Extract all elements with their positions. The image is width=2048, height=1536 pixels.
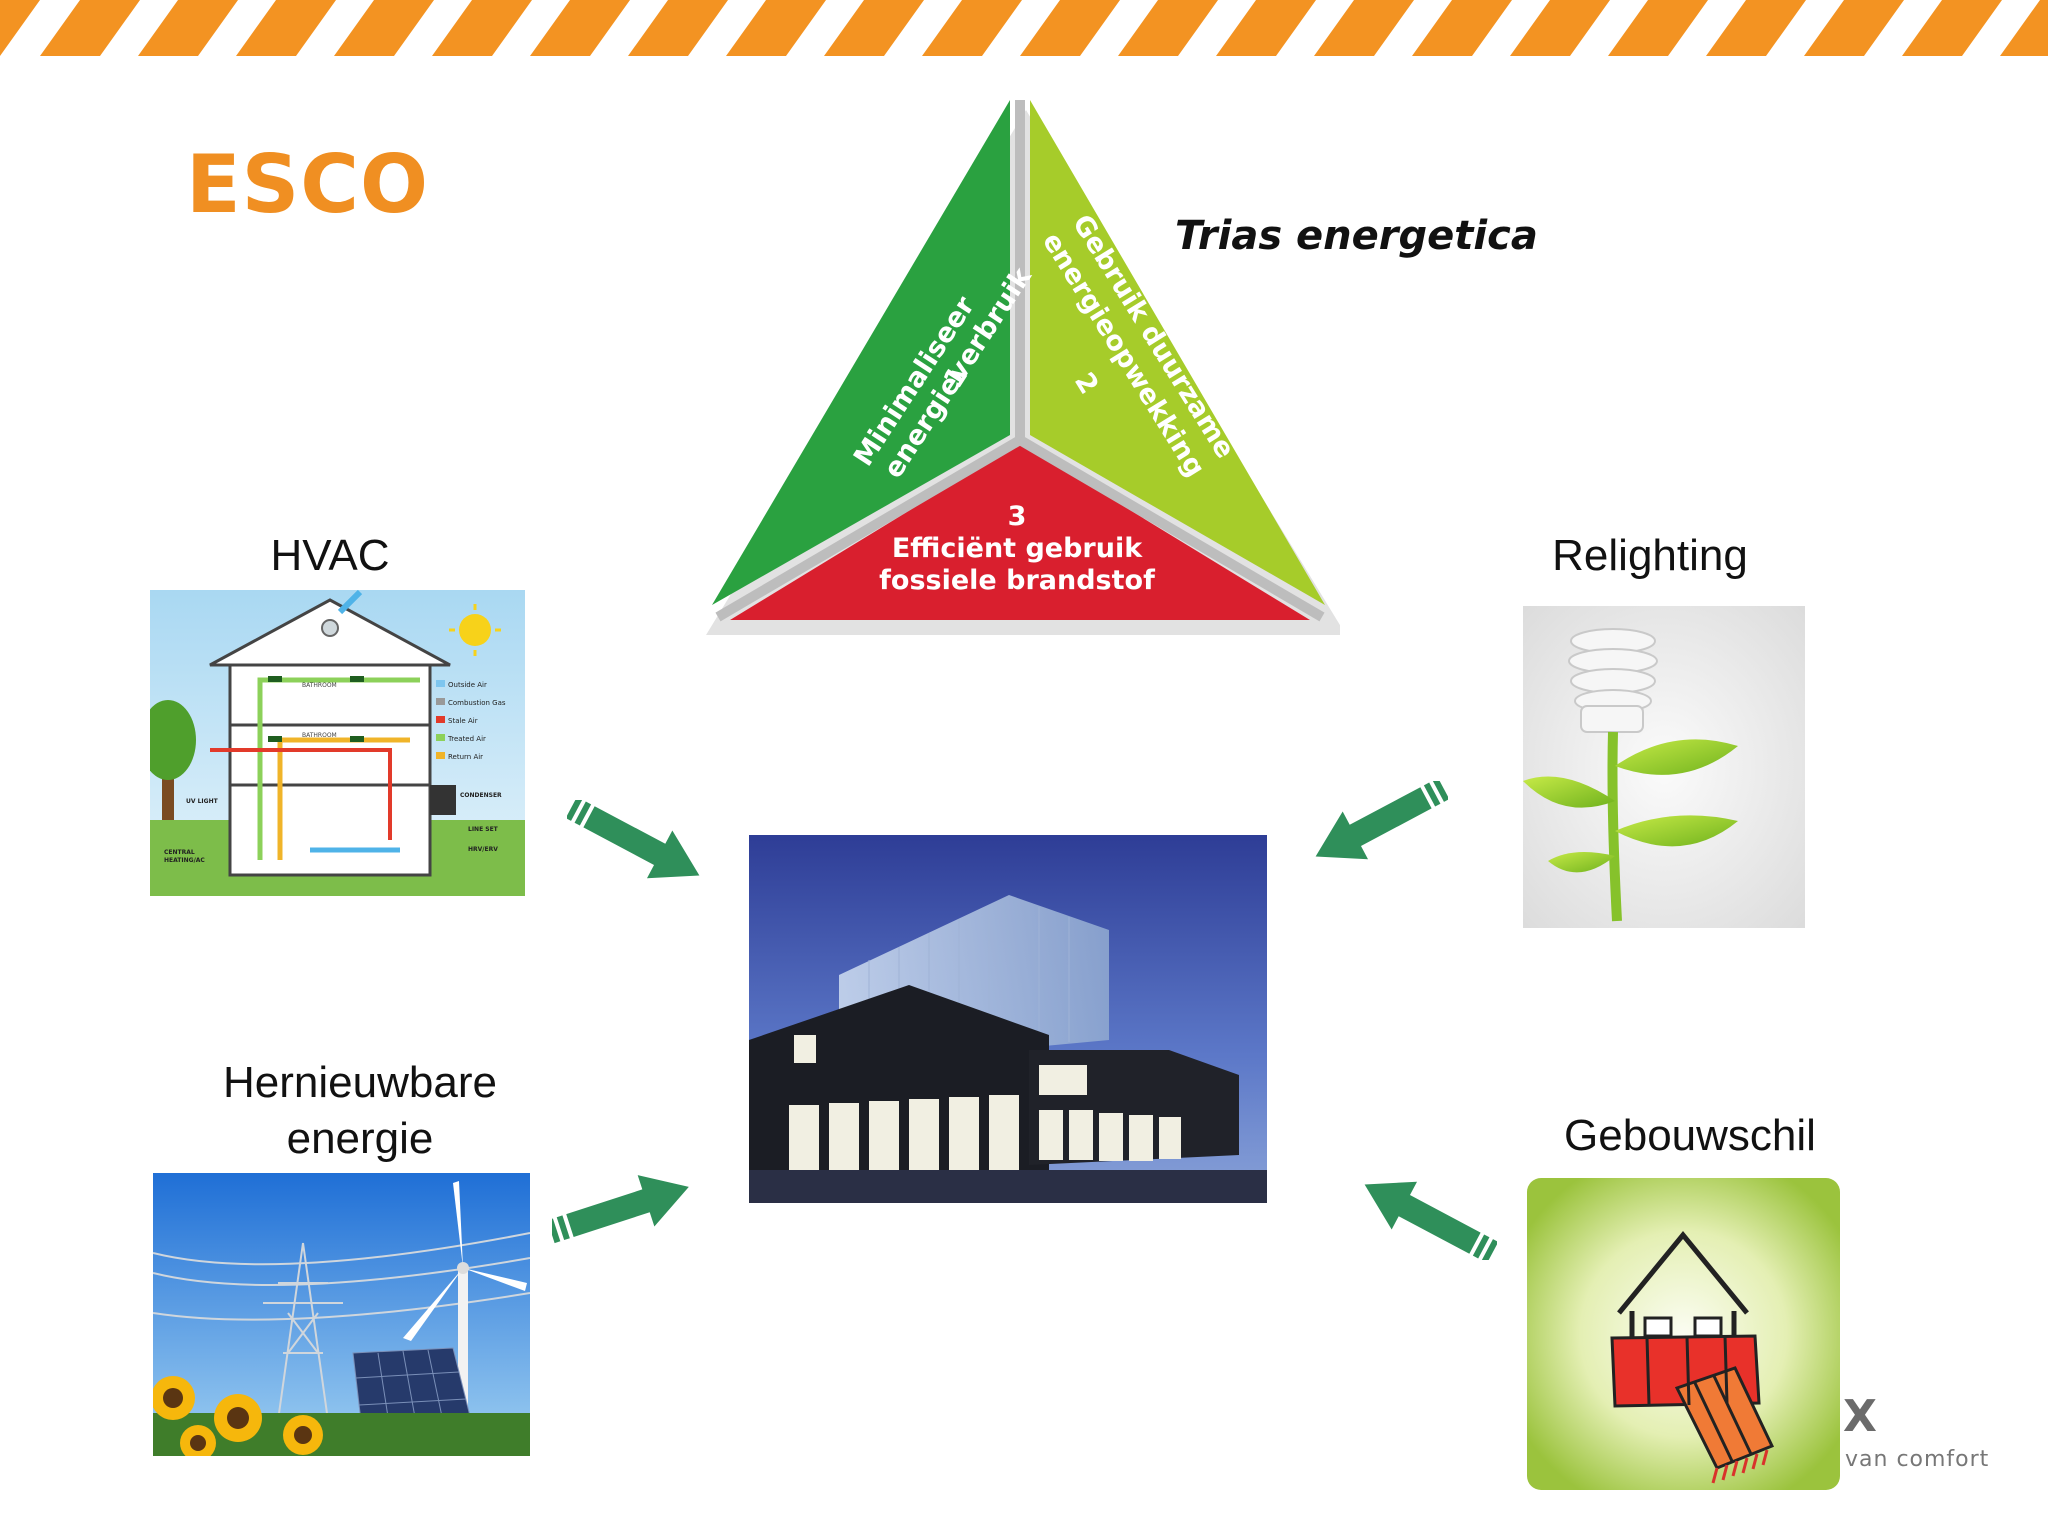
trias-caption: Trias energetica <box>1175 213 1538 259</box>
leaf-icon <box>1615 739 1738 775</box>
slide-title: ESCO <box>186 138 429 231</box>
leaf-icon <box>1523 776 1615 808</box>
arrow-renewable-to-building <box>552 1175 689 1244</box>
label-relighting: Relighting <box>1552 531 1748 580</box>
triangle-left-segment <box>712 100 1010 605</box>
scarf-icon <box>1610 1334 1775 1470</box>
triangle-bottom-line2: fossiele brandstof <box>879 565 1155 596</box>
svg-text:BATHROOM: BATHROOM <box>302 732 337 739</box>
svg-text:LINE SET: LINE SET <box>468 826 499 833</box>
building-shell-image <box>1527 1178 1840 1490</box>
svg-text:Return Air: Return Air <box>448 753 483 761</box>
svg-text:Stale Air: Stale Air <box>448 717 478 725</box>
svg-text:Treated Air: Treated Air <box>447 735 486 743</box>
triangle-bottom-segment <box>730 443 1310 620</box>
arrow-relighting-to-building <box>1315 781 1448 860</box>
triangle-bottom-number: 3 <box>1008 501 1027 532</box>
label-building-shell: Gebouwschil <box>1564 1111 1816 1160</box>
svg-text:HRV/ERV: HRV/ERV <box>468 846 498 853</box>
sun-icon <box>459 614 491 646</box>
leaf-icon <box>1615 815 1738 847</box>
hvac-diagram-image: BATHROOM BATHROOM Outside Air Combustion… <box>150 590 525 896</box>
trias-triangle: Minimaliseer energieverbruik 1 Gebruik d… <box>706 100 1340 635</box>
power-pylon-icon <box>263 1242 343 1456</box>
arrow-shell-to-building <box>1364 1181 1497 1260</box>
brand-logo-mark: X <box>1843 1393 1877 1437</box>
cfl-bulb-icon <box>1568 628 1658 733</box>
relighting-image <box>1523 606 1805 928</box>
arrow-hvac-to-building <box>567 800 700 879</box>
wind-turbine-icon <box>403 1181 527 1341</box>
leaf-icon <box>1548 852 1615 873</box>
triangle-right-segment <box>1030 100 1325 605</box>
renewable-energy-image <box>153 1173 530 1456</box>
svg-text:HEATING/AC: HEATING/AC <box>164 857 205 864</box>
svg-text:CENTRAL: CENTRAL <box>164 849 195 856</box>
svg-text:Combustion Gas: Combustion Gas <box>448 699 506 707</box>
svg-text:X: X <box>1843 1393 1877 1437</box>
triangle-bottom-line1: Efficiënt gebruik <box>892 533 1143 564</box>
building-photo <box>749 835 1267 1203</box>
brand-tagline: van comfort <box>1845 1447 1990 1472</box>
label-renewable-line1: Hernieuwbare <box>223 1058 497 1107</box>
tree-icon <box>150 700 196 780</box>
hazard-stripe-banner <box>0 0 2048 60</box>
label-renewable-line2: energie <box>286 1114 434 1163</box>
label-hvac: HVAC <box>270 531 390 580</box>
svg-text:UV LIGHT: UV LIGHT <box>186 798 219 805</box>
svg-text:Outside Air: Outside Air <box>448 681 487 689</box>
sunflower-icon <box>153 1376 323 1456</box>
label-renewable-energy: Hernieuwbare energie <box>190 1055 530 1167</box>
svg-text:CONDENSER: CONDENSER <box>460 792 502 799</box>
svg-text:BATHROOM: BATHROOM <box>302 682 337 689</box>
